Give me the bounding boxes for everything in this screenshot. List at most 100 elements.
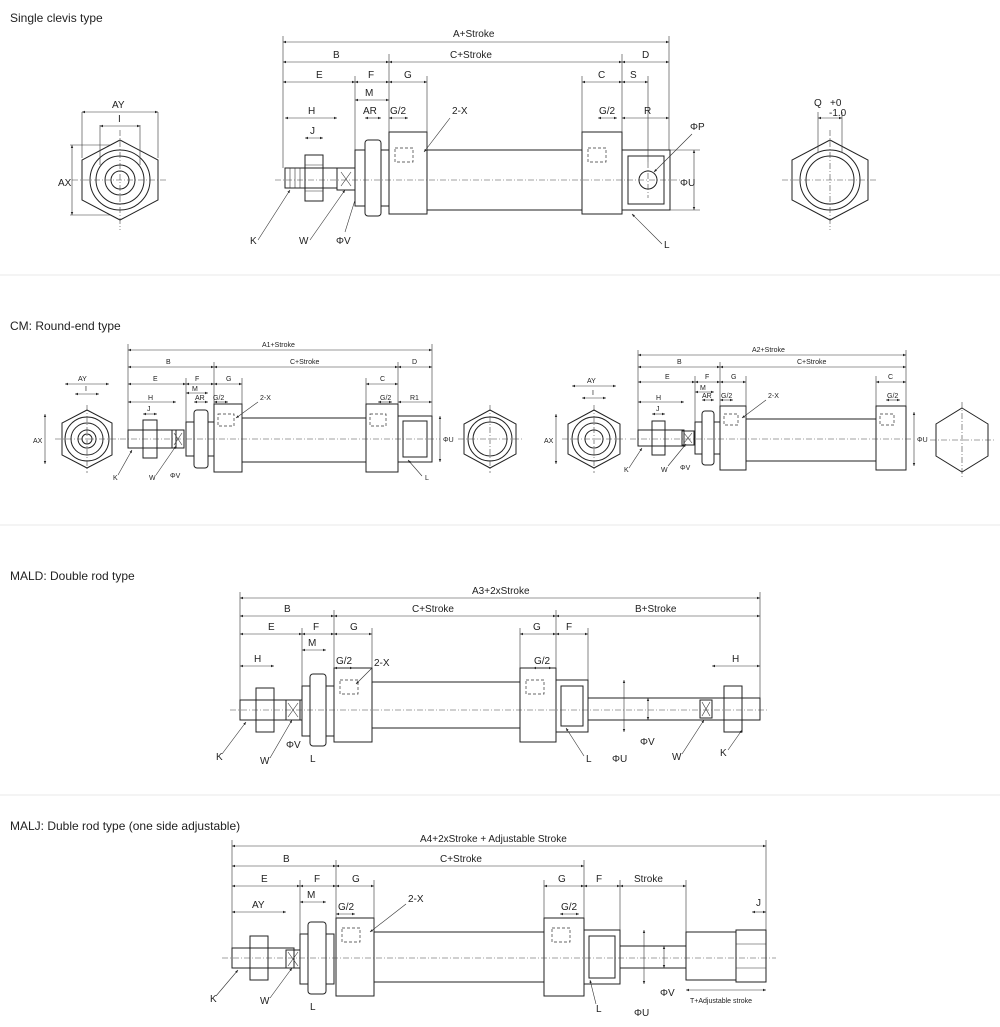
dim-g-right: G xyxy=(533,622,541,633)
dim-ax: AX xyxy=(58,178,72,189)
dim-a1-stroke: A1+Stroke xyxy=(262,342,295,349)
dim-ax: AX xyxy=(544,438,554,445)
dim-g2-right: G/2 xyxy=(599,106,616,117)
dim-b: B xyxy=(284,604,291,615)
dim-s: S xyxy=(630,70,637,81)
dim-k: K xyxy=(624,467,629,474)
dim-phi-v: ΦV xyxy=(680,465,691,472)
dim-c-stroke: C+Stroke xyxy=(797,359,826,366)
section-mald: MALD: Double rod type xyxy=(10,569,768,767)
dim-ar: AR xyxy=(363,106,377,117)
dim-t-adjustable: T+Adjustable stroke xyxy=(690,998,752,1005)
dim-ar: AR xyxy=(195,395,205,402)
dim-f-right: F xyxy=(596,874,602,885)
dim-l: L xyxy=(310,754,316,765)
dim-ax: AX xyxy=(33,438,43,445)
dim-g2-left: G/2 xyxy=(338,902,355,913)
dim-g2-left: G/2 xyxy=(213,395,224,402)
dim-phi-u: ΦU xyxy=(612,754,627,765)
dim-g2-left: G/2 xyxy=(390,106,407,117)
dim-2x: 2-X xyxy=(374,658,390,669)
dim-g: G xyxy=(731,374,736,381)
dim-j: J xyxy=(756,898,761,909)
dim-a4-stroke: A4+2xStroke + Adjustable Stroke xyxy=(420,834,567,845)
dim-r: R xyxy=(644,106,651,117)
dim-d: D xyxy=(642,50,649,61)
dim-phi-v: ΦV xyxy=(660,988,675,999)
dim-m: M xyxy=(700,385,706,392)
dim-i: I xyxy=(118,114,121,125)
dim-b-stroke: B+Stroke xyxy=(635,604,677,615)
dim-a2-stroke: A2+Stroke xyxy=(752,347,785,354)
cm-end-view-right: AY I AX xyxy=(544,378,626,473)
dim-c-stroke: C+Stroke xyxy=(450,50,492,61)
dim-phi-u: ΦU xyxy=(443,437,454,444)
dim-f: F xyxy=(705,374,709,381)
dim-h: H xyxy=(656,395,661,402)
section-title: CM: Round-end type xyxy=(10,319,121,333)
dim-ay: AY xyxy=(252,900,265,911)
dim-c: C xyxy=(380,376,385,383)
section-title: MALD: Double rod type xyxy=(10,569,135,583)
dim-f: F xyxy=(313,622,319,633)
section-title: Single clevis type xyxy=(10,11,103,25)
dim-m: M xyxy=(307,890,315,901)
dim-b: B xyxy=(283,854,290,865)
dim-c-stroke: C+Stroke xyxy=(440,854,482,865)
dim-w: W xyxy=(661,467,668,474)
dim-k: K xyxy=(210,994,217,1005)
dim-g: G xyxy=(352,874,360,885)
dim-phi-p: ΦP xyxy=(690,122,705,133)
dim-ay: AY xyxy=(587,378,596,385)
dim-h: H xyxy=(308,106,315,117)
section-title: MALJ: Duble rod type (one side adjustabl… xyxy=(10,819,240,833)
dim-g: G xyxy=(404,70,412,81)
dim-2x: 2-X xyxy=(452,106,468,117)
dim-g-right: G xyxy=(558,874,566,885)
dim-phi-v: ΦV xyxy=(286,740,301,751)
dim-h: H xyxy=(254,654,261,665)
dim-w: W xyxy=(260,996,270,1007)
dim-stroke: Stroke xyxy=(634,874,663,885)
dim-g2-right: G/2 xyxy=(887,393,898,400)
dim-g2-left: G/2 xyxy=(336,656,353,667)
dim-e: E xyxy=(665,374,670,381)
cm-side-view-left: A1+Stroke B C+Stroke D E F G C M xyxy=(113,342,454,482)
dim-m: M xyxy=(192,386,198,393)
dim-c: C xyxy=(598,70,605,81)
dim-2x: 2-X xyxy=(260,395,271,402)
dim-g2-right: G/2 xyxy=(380,395,391,402)
cm-side-view-right: A2+Stroke B C+Stroke E F G C M AR G/2 xyxy=(624,347,928,474)
dim-phi-v-right: ΦV xyxy=(640,737,655,748)
dim-h: H xyxy=(148,395,153,402)
dim-g2-left: G/2 xyxy=(721,393,732,400)
mald-side-view: A3+2xStroke B C+Stroke B+Stroke E F G G … xyxy=(216,586,768,767)
dim-phi-v: ΦV xyxy=(336,236,351,247)
dim-ay: AY xyxy=(78,376,87,383)
dim-a3-stroke: A3+2xStroke xyxy=(472,586,530,597)
dim-b: B xyxy=(166,359,171,366)
section-malj: MALJ: Duble rod type (one side adjustabl… xyxy=(10,819,776,1019)
section-single-clevis: Single clevis type AY I AX xyxy=(10,11,878,251)
dim-w: W xyxy=(299,236,309,247)
section-cm-round-end: CM: Round-end type AY I AX xyxy=(10,319,996,482)
dim-f: F xyxy=(314,874,320,885)
dim-ar: AR xyxy=(702,393,712,400)
dim-j: J xyxy=(310,126,315,137)
dim-phi-u: ΦU xyxy=(680,178,695,189)
dim-m: M xyxy=(365,88,373,99)
dim-q-tol-bot: -1.0 xyxy=(829,108,847,119)
dim-q: Q xyxy=(814,98,822,109)
dim-r1: R1 xyxy=(410,395,419,402)
cm-end-view-left: AY I AX xyxy=(33,376,120,473)
malj-side-view: A4+2xStroke + Adjustable Stroke B C+Stro… xyxy=(210,834,776,1019)
dim-w-right: W xyxy=(672,752,682,763)
dim-phi-v: ΦV xyxy=(170,473,181,480)
dim-g2-right: G/2 xyxy=(534,656,551,667)
dim-i: I xyxy=(592,390,594,397)
dim-f-right: F xyxy=(566,622,572,633)
dim-b: B xyxy=(333,50,340,61)
dim-e: E xyxy=(316,70,323,81)
dim-2x: 2-X xyxy=(408,894,424,905)
dim-ay: AY xyxy=(112,100,125,111)
